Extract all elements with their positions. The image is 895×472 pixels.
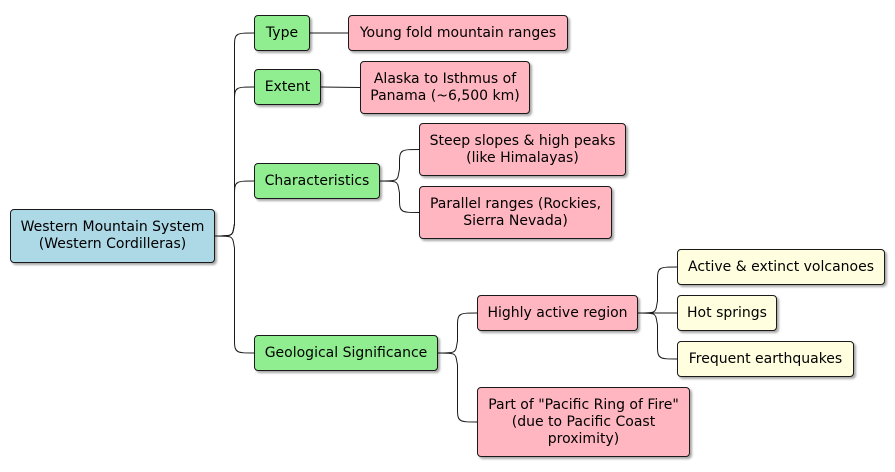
root-label-line1: Western Mountain System xyxy=(20,219,205,235)
characteristics-detail-parallel-line1: Parallel ranges (Rockies, xyxy=(429,195,602,212)
active-leaf-earthquakes[interactable]: Frequent earthquakes xyxy=(677,341,854,377)
connector-geo-ring xyxy=(437,352,478,423)
extent-detail[interactable]: Alaska to Isthmus of Panama (~6,500 km) xyxy=(360,61,530,114)
active-leaf-hot-springs[interactable]: Hot springs xyxy=(677,295,777,331)
ring-of-fire-line2: (due to Pacific Coast xyxy=(511,413,656,430)
type-detail[interactable]: Young fold mountain ranges xyxy=(348,15,568,51)
connector-char-char-c0 xyxy=(379,149,420,182)
connector-active-leaf2 xyxy=(637,312,678,360)
branch-geological-significance-label: Geological Significance xyxy=(264,344,428,361)
characteristics-detail-steep[interactable]: Steep slopes & high peaks (like Himalaya… xyxy=(419,123,626,176)
active-leaf-volcanoes[interactable]: Active & extinct volcanoes xyxy=(677,249,885,285)
extent-detail-line1: Alaska to Isthmus of xyxy=(373,70,517,87)
characteristics-detail-steep-line1: Steep slopes & high peaks xyxy=(429,132,616,149)
characteristics-detail-steep-line2: (like Himalayas) xyxy=(466,149,579,166)
connector-extent-extent-c xyxy=(320,86,361,88)
branch-type-label: Type xyxy=(265,24,299,41)
root-node[interactable]: Western Mountain System (Western Cordill… xyxy=(10,209,215,263)
branch-characteristics[interactable]: Characteristics xyxy=(254,163,380,199)
connector-root-char xyxy=(214,180,255,237)
connector-active-leaf0 xyxy=(637,266,678,314)
geological-active-region-label: Highly active region xyxy=(487,304,628,321)
extent-detail-line2: Panama (~6,500 km) xyxy=(370,87,520,104)
geological-active-region[interactable]: Highly active region xyxy=(477,295,638,331)
type-detail-label: Young fold mountain ranges xyxy=(359,24,557,41)
branch-type[interactable]: Type xyxy=(254,15,310,51)
active-leaf-volcanoes-label: Active & extinct volcanoes xyxy=(687,258,875,275)
active-leaf-earthquakes-label: Frequent earthquakes xyxy=(688,350,843,367)
connector-geo-active xyxy=(437,312,478,354)
connector-root-geo xyxy=(214,235,255,354)
ring-of-fire-line3: proximity) xyxy=(547,430,620,447)
branch-characteristics-label: Characteristics xyxy=(264,172,370,189)
characteristics-detail-parallel[interactable]: Parallel ranges (Rockies, Sierra Nevada) xyxy=(419,186,612,239)
geological-ring-of-fire[interactable]: Part of "Pacific Ring of Fire" (due to P… xyxy=(477,387,690,457)
connector-char-char-c1 xyxy=(379,180,420,213)
active-leaf-hot-springs-label: Hot springs xyxy=(687,304,767,321)
characteristics-detail-parallel-line2: Sierra Nevada) xyxy=(463,212,568,229)
root-label-line2: (Western Cordilleras) xyxy=(38,236,187,252)
branch-geological-significance[interactable]: Geological Significance xyxy=(254,335,438,371)
ring-of-fire-line1: Part of "Pacific Ring of Fire" xyxy=(488,396,679,413)
branch-extent[interactable]: Extent xyxy=(254,69,321,105)
branch-extent-label: Extent xyxy=(264,78,311,95)
